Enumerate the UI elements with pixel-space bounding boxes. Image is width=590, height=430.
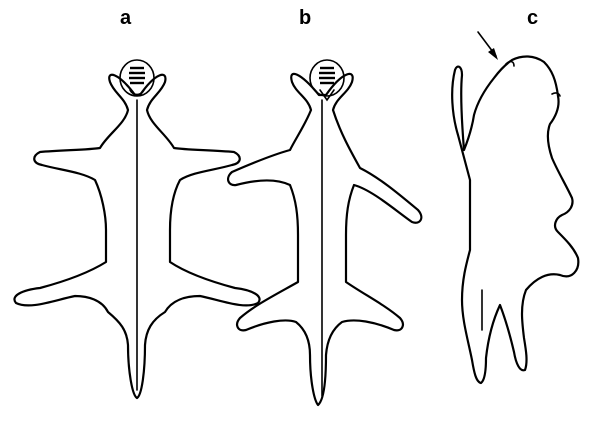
arrow-indicator	[478, 32, 498, 60]
pelt-outline-a	[14, 60, 259, 398]
panel-label-b: b	[299, 8, 311, 28]
pelt-outline-b	[228, 60, 421, 405]
animal-outline-c	[452, 56, 578, 383]
panel-label-a: a	[120, 8, 131, 28]
panel-label-c: c	[527, 8, 538, 28]
